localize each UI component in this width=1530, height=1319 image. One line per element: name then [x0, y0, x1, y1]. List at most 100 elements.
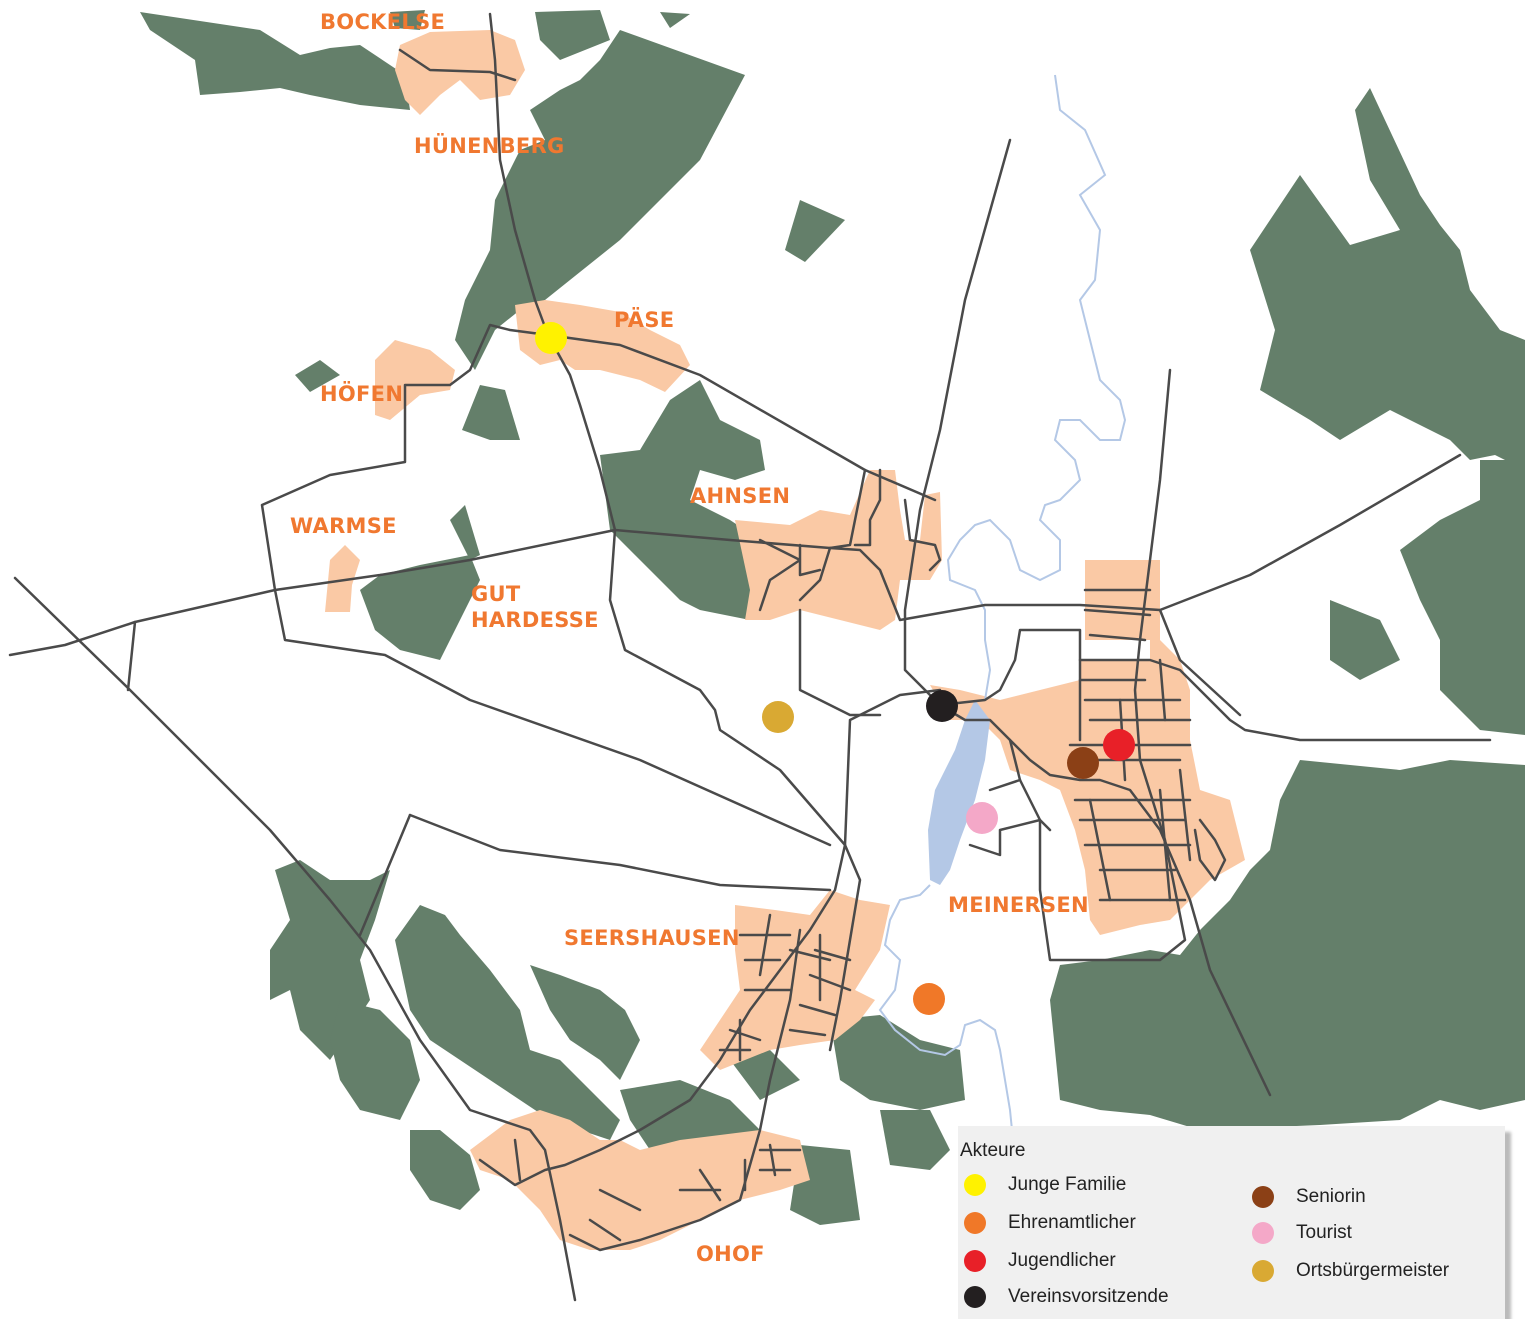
forest-areas: [140, 10, 1525, 1225]
road: [260, 323, 937, 592]
road: [758, 538, 832, 612]
forest-area: [1050, 760, 1525, 1130]
road: [798, 608, 882, 717]
road: [718, 913, 852, 1062]
forest-area: [455, 30, 745, 370]
road: [273, 588, 832, 847]
place-label-hardesse: HARDESSE: [471, 608, 599, 632]
legend-item-label: Ortsbürgermeister: [1296, 1260, 1450, 1281]
road: [513, 1138, 802, 1242]
settlement-area: [515, 300, 690, 392]
place-label-gut: GUT: [471, 582, 521, 606]
road: [938, 703, 1272, 1097]
place-label-hoefen: HÖFEN: [320, 382, 404, 406]
road: [853, 468, 942, 572]
settlement-area: [735, 470, 942, 630]
forest-area: [880, 1110, 950, 1170]
place-label-warmse: WARMSE: [290, 514, 397, 538]
legend-panel: Akteure Junge Familie Ehrenamtlicher Jug…: [958, 1126, 1505, 1319]
road: [968, 778, 1052, 857]
legend-item-label: Jugendlicher: [1008, 1250, 1116, 1271]
place-label-meinersen: MEINERSEN: [948, 893, 1089, 917]
road: [828, 843, 862, 1052]
settlement-area: [395, 30, 525, 115]
legend-dot-icon: [964, 1174, 986, 1196]
forest-area: [790, 1145, 860, 1225]
legend-dot-icon: [964, 1250, 986, 1272]
marker-ortsbuergermeister[interactable]: [762, 701, 794, 733]
road: [1008, 368, 1187, 962]
legend-title: Akteure: [960, 1140, 1026, 1161]
legend-item-label: Tourist: [1296, 1222, 1352, 1243]
legend-dot-icon: [964, 1286, 986, 1308]
place-label-bockelse: BOCKELSE: [320, 10, 446, 34]
road: [938, 628, 1492, 742]
forest-area: [1400, 460, 1525, 735]
marker-vereinsvorsitzende[interactable]: [926, 690, 958, 722]
place-label-ohof: OHOF: [696, 1242, 765, 1266]
legend-item-label: Ehrenamtlicher: [1008, 1212, 1136, 1233]
road: [828, 468, 867, 550]
forest-area: [730, 1050, 800, 1100]
road: [1158, 608, 1242, 717]
road: [478, 843, 847, 1187]
place-label-huenenberg: HÜNENBERG: [414, 134, 565, 158]
forest-area: [410, 1130, 480, 1210]
legend-item-label: Seniorin: [1296, 1186, 1366, 1207]
forest-area: [535, 10, 610, 60]
forest-area: [390, 10, 425, 30]
settlement-area: [325, 545, 360, 612]
forest-area: [395, 905, 620, 1140]
forest-area: [450, 505, 480, 560]
road: [13, 576, 577, 1302]
forest-area: [830, 1015, 965, 1110]
forest-area: [1250, 88, 1525, 470]
marker-junge-familie[interactable]: [535, 322, 567, 354]
forest-area: [600, 380, 770, 620]
legend-dot-icon: [964, 1212, 986, 1234]
legend-item-label: Junge Familie: [1008, 1174, 1127, 1195]
legend-item-ehrenamtlicher: Ehrenamtlicher: [964, 1212, 1136, 1234]
lake: [928, 700, 990, 885]
settlement-area: [375, 340, 455, 420]
legend-item-junge-familie: Junge Familie: [964, 1174, 1126, 1196]
marker-jugendlicher[interactable]: [1103, 729, 1135, 761]
forest-area: [295, 360, 340, 392]
legend-item-seniorin: Seniorin: [1252, 1186, 1366, 1208]
forest-area: [660, 12, 690, 28]
actor-markers: [535, 322, 1135, 1015]
forest-area: [140, 12, 410, 110]
settlement-area: [470, 1110, 810, 1250]
legend-item-tourist: Tourist: [1252, 1222, 1352, 1244]
legend-item-label: Vereinsvorsitzende: [1008, 1286, 1169, 1307]
road: [408, 813, 832, 892]
place-label-seershausen: SEERSHAUSEN: [564, 926, 740, 950]
marker-ehrenamtlicher[interactable]: [913, 983, 945, 1015]
legend-item-vereinsvorsitzende: Vereinsvorsitzende: [964, 1286, 1169, 1308]
forest-area: [330, 1000, 420, 1120]
road: [398, 48, 517, 82]
legend-dot-icon: [1252, 1222, 1274, 1244]
legend-dot-icon: [1252, 1260, 1274, 1282]
road: [903, 138, 1012, 707]
marker-tourist[interactable]: [966, 802, 998, 834]
place-label-ahnsen: AHNSEN: [690, 484, 791, 508]
road: [126, 620, 137, 692]
road: [488, 12, 942, 847]
forest-area: [462, 385, 520, 440]
road: [358, 813, 412, 937]
forest-area: [1330, 600, 1400, 680]
river: [878, 74, 1127, 1131]
legend-dot-icon: [1252, 1186, 1274, 1208]
road: [8, 453, 1462, 657]
legend-item-jugendlicher: Jugendlicher: [964, 1250, 1116, 1272]
forest-area: [530, 965, 640, 1080]
road-network: [8, 12, 1492, 1302]
road: [568, 928, 802, 1252]
place-label-paese: PÄSE: [614, 308, 675, 332]
forest-area: [360, 555, 480, 660]
legend-item-ortsbuergermeister: Ortsbürgermeister: [1252, 1260, 1449, 1282]
marker-seniorin[interactable]: [1067, 747, 1099, 779]
forest-area: [785, 200, 845, 262]
